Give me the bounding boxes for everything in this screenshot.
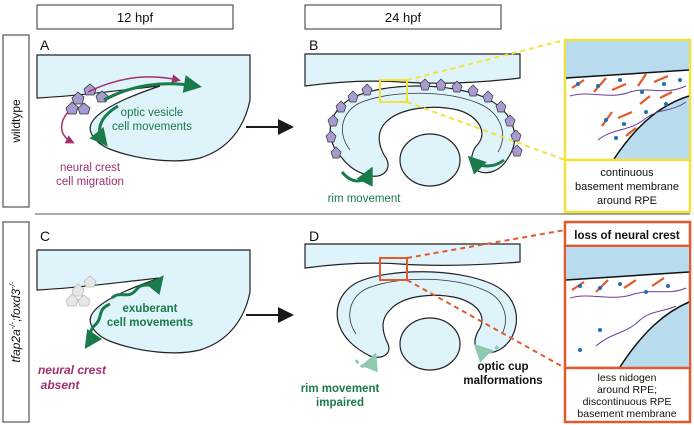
panel-d-cup-line2: malformations <box>463 375 542 387</box>
header-24hpf-label: 24 hpf <box>385 10 422 25</box>
panel-c: C exuberant cell movements neural crest … <box>36 228 251 392</box>
panel-b-inner-layer <box>342 92 504 153</box>
panel-b-lens <box>399 133 461 187</box>
panel-a-nc-line1: neural crest <box>60 162 121 174</box>
panel-d-lens <box>399 317 461 371</box>
panel-d-rim-arrow-right <box>473 343 500 363</box>
panel-a-nc-arrow-up <box>87 74 181 93</box>
panel-c-letter: C <box>40 228 50 244</box>
row-label-mutant: tfap2a-/-;foxd3-/- <box>2 221 30 423</box>
panel-b-rim-arrow-left <box>340 166 373 187</box>
panel-b-rim-arrow-right <box>467 155 505 175</box>
panel-c-nc-line1: neural crest <box>38 363 107 377</box>
panel-a-optic-arrow-bottom <box>89 104 119 147</box>
panel-a: A optic vesicle cell movements neural cr… <box>36 37 251 188</box>
panel-a-nc-line2: cell migration <box>56 176 124 188</box>
panel-d-rim-line2: impaired <box>316 397 364 409</box>
panel-d-optic-cup <box>336 271 518 358</box>
panel-b-crest-cells <box>325 78 523 159</box>
panel-b: B rim movement <box>304 37 566 205</box>
panel-c-move-line2: cell movements <box>107 317 193 329</box>
panel-c-move-line1: exuberant <box>123 303 178 315</box>
header-12hpf: 12 hpf <box>36 4 234 30</box>
panel-b-letter: B <box>309 37 318 53</box>
inset-b-line3: around RPE <box>597 195 657 207</box>
row-label-wildtype-text: wildtype <box>9 99 23 144</box>
inset-d: loss of neural crest less nidogen around… <box>563 220 692 424</box>
panel-a-nc-arrow-down <box>60 111 75 144</box>
panel-c-wavy-arrow-top <box>110 275 164 300</box>
inset-d-line3: discontinuous RPE <box>583 396 672 408</box>
panel-d-rim-arrow-left <box>354 352 378 373</box>
panel-d: D rim movement impaired optic cup malfor… <box>301 228 566 409</box>
panel-a-crest-cells <box>65 83 109 115</box>
header-24hpf: 24 hpf <box>304 4 502 30</box>
panel-b-zoom-box <box>379 79 408 103</box>
header-12hpf-label: 12 hpf <box>117 10 154 25</box>
panel-a-optic-line2: cell movements <box>112 121 192 133</box>
panel-c-ghost-cells <box>65 275 97 307</box>
inset-b-line1: continuous <box>600 167 654 179</box>
panel-a-optic-line1: optic vesicle <box>121 107 184 119</box>
panel-d-brain <box>304 243 521 269</box>
panel-a-optic-arrow-top <box>103 75 202 102</box>
panel-d-cup-line1: optic cup <box>477 361 528 373</box>
inset-d-line2: around RPE; <box>597 384 657 396</box>
panel-c-wavy-arrow-bottom <box>84 302 111 349</box>
inset-d-title: loss of neural crest <box>574 230 680 242</box>
inset-b: continuous basement membrane around RPE <box>563 38 692 214</box>
panel-d-letter: D <box>309 228 319 244</box>
panel-d-inner-layer <box>349 278 506 335</box>
inset-d-line1: less nidogen <box>598 372 657 384</box>
inset-d-line4: basement membrane <box>577 408 676 420</box>
row-label-wildtype: wildtype <box>2 34 30 208</box>
panel-d-zoom-box <box>379 257 408 281</box>
panel-b-rim-label: rim movement <box>328 193 402 205</box>
panel-c-nc-line2: absent <box>41 378 81 392</box>
panel-a-letter: A <box>40 37 50 53</box>
panel-d-zoom-line-bottom <box>406 279 566 369</box>
row-label-mutant-text: tfap2a-/-;foxd3-/- <box>8 281 23 363</box>
panel-d-rim-line1: rim movement <box>301 383 380 395</box>
panel-b-brain <box>304 53 521 87</box>
panel-b-zoom-line-bottom <box>406 101 566 161</box>
panel-b-zoom-line-top <box>406 39 566 81</box>
inset-b-line2: basement membrane <box>575 181 679 193</box>
